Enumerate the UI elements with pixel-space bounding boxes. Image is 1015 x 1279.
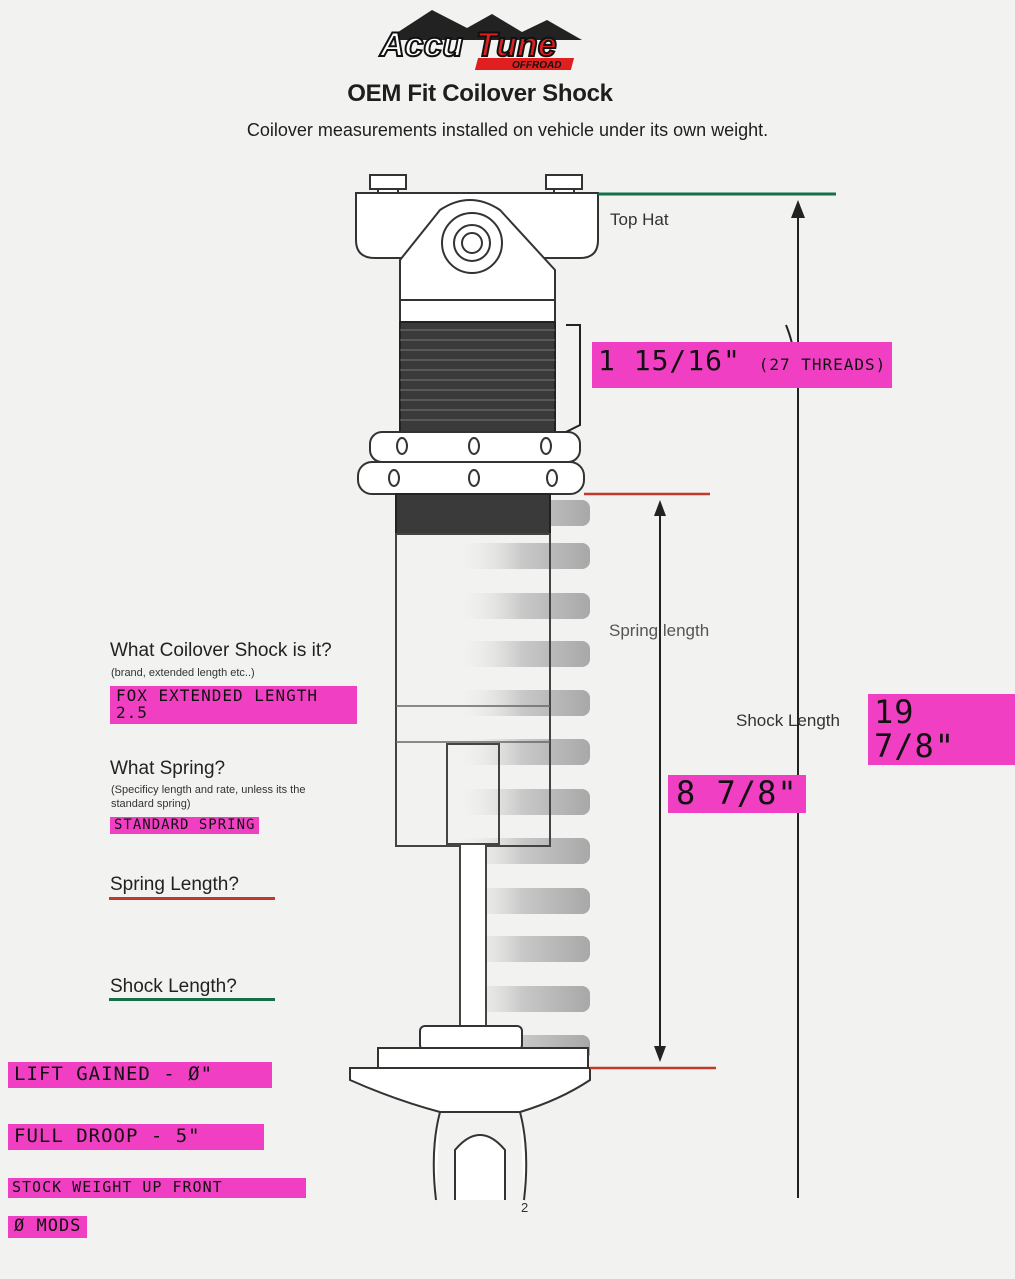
shock-length-underline [109,998,275,1001]
question-spring-length: Spring Length? [110,874,239,895]
question-coilover: What Coilover Shock is it? [110,640,332,661]
spring-length-underline [109,897,275,900]
top-hat-label: Top Hat [610,210,669,229]
shock-length-label: Shock Length [736,711,840,730]
thread-count: (27 THREADS) [758,355,887,374]
full-droop-note: FULL DROOP - 5" [8,1124,264,1150]
accutune-logo: Accu Tune OFFROAD [372,6,602,72]
svg-text:Accu: Accu [379,26,463,64]
shock-length-value: 19 7/8" [868,694,1015,766]
page-number: 2 [521,1200,529,1215]
stock-weight-note: STOCK WEIGHT UP FRONT [8,1178,306,1198]
page-subtitle: Coilover measurements installed on vehic… [246,120,769,140]
svg-text:OFFROAD: OFFROAD [512,60,561,71]
mods-note: Ø MODS [8,1216,88,1238]
question-spring: What Spring? [110,758,226,779]
spring-answer: STANDARD SPRING [110,817,260,834]
page-title: OEM Fit Coilover Shock [347,80,613,107]
coilover-answer: FOX EXTENDED LENGTH 2.5 [110,686,357,724]
question-shock-length: Shock Length? [110,976,237,997]
spring-length-label: Spring length [609,621,710,640]
thread-measurement-note: 1 15/16" (27 THREADS) [592,342,893,388]
question-coilover-hint: (brand, extended length etc..) [111,667,255,679]
question-spring-hint: (Specificy length and rate, unless its t… [111,784,306,810]
spring-length-value: 8 7/8" [668,775,806,813]
lift-gained-note: LIFT GAINED - Ø" [8,1062,272,1088]
thread-measure: 1 15/16" [598,344,741,377]
